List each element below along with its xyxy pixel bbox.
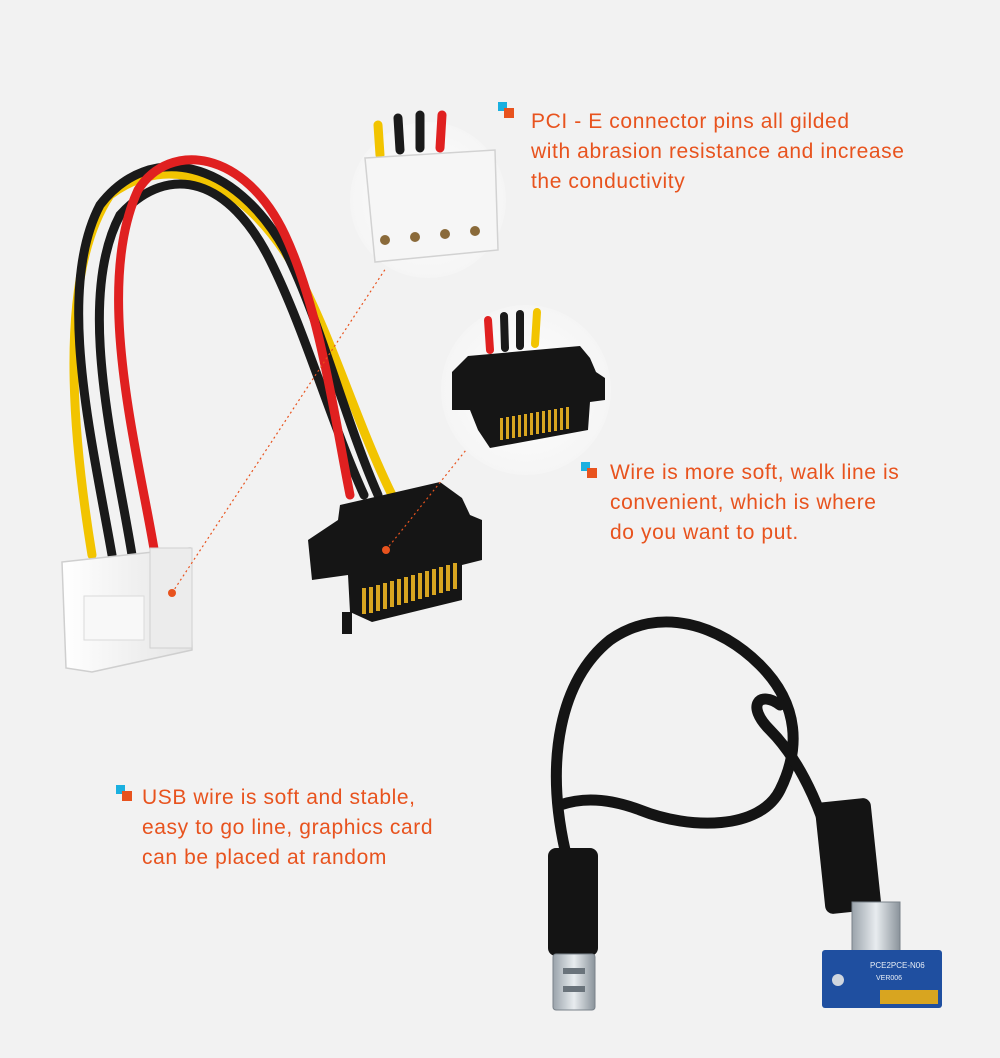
pcie-riser-board: PCE2PCE-N06 VER006 <box>815 798 942 1008</box>
wire-red-left <box>114 155 355 560</box>
feature-line: USB wire is soft and stable, <box>142 786 416 809</box>
feature-line: PCI - E connector pins all gilded <box>531 110 850 133</box>
feature-line: can be placed at random <box>142 846 387 869</box>
feature-pcie-pins: PCI - E connector pins all gilded with a… <box>531 107 905 197</box>
wire-black-left-2 <box>94 179 369 560</box>
usb-a-plug <box>548 848 598 1011</box>
bullet-square-orange <box>504 108 514 118</box>
pcb-version-label: VER006 <box>876 975 902 982</box>
feature-line: easy to go line, graphics card <box>142 816 434 839</box>
sata-connector <box>308 482 482 634</box>
wire-black-left-1 <box>74 162 383 560</box>
bullet-square-orange <box>122 791 132 801</box>
wire-yellow-left <box>69 169 397 560</box>
bullet-icon <box>116 785 132 801</box>
bullet-icon <box>581 462 597 478</box>
magnifier-molex <box>350 110 506 278</box>
feature-line: the conductivity <box>531 170 686 193</box>
bullet-square-orange <box>587 468 597 478</box>
feature-line: with abrasion resistance and increase <box>531 140 905 163</box>
bullet-square-blue <box>116 785 125 794</box>
feature-line: do you want to put. <box>610 521 799 544</box>
molex-connector <box>61 547 193 673</box>
magnifier-sata <box>441 305 611 475</box>
pcb-model-label: PCE2PCE-N06 <box>870 961 925 970</box>
power-cable-wires <box>69 155 397 560</box>
bullet-square-blue <box>498 102 507 111</box>
feature-usb-wire: USB wire is soft and stable, easy to go … <box>142 783 433 873</box>
usb-cable <box>551 616 846 896</box>
feature-line: convenient, which is where <box>610 491 877 514</box>
sata-gold-pins <box>362 563 457 614</box>
bullet-square-blue <box>581 462 590 471</box>
bullet-icon <box>498 102 514 118</box>
feature-line: Wire is more soft, walk line is <box>610 461 900 484</box>
feature-soft-wire: Wire is more soft, walk line is convenie… <box>610 458 899 548</box>
